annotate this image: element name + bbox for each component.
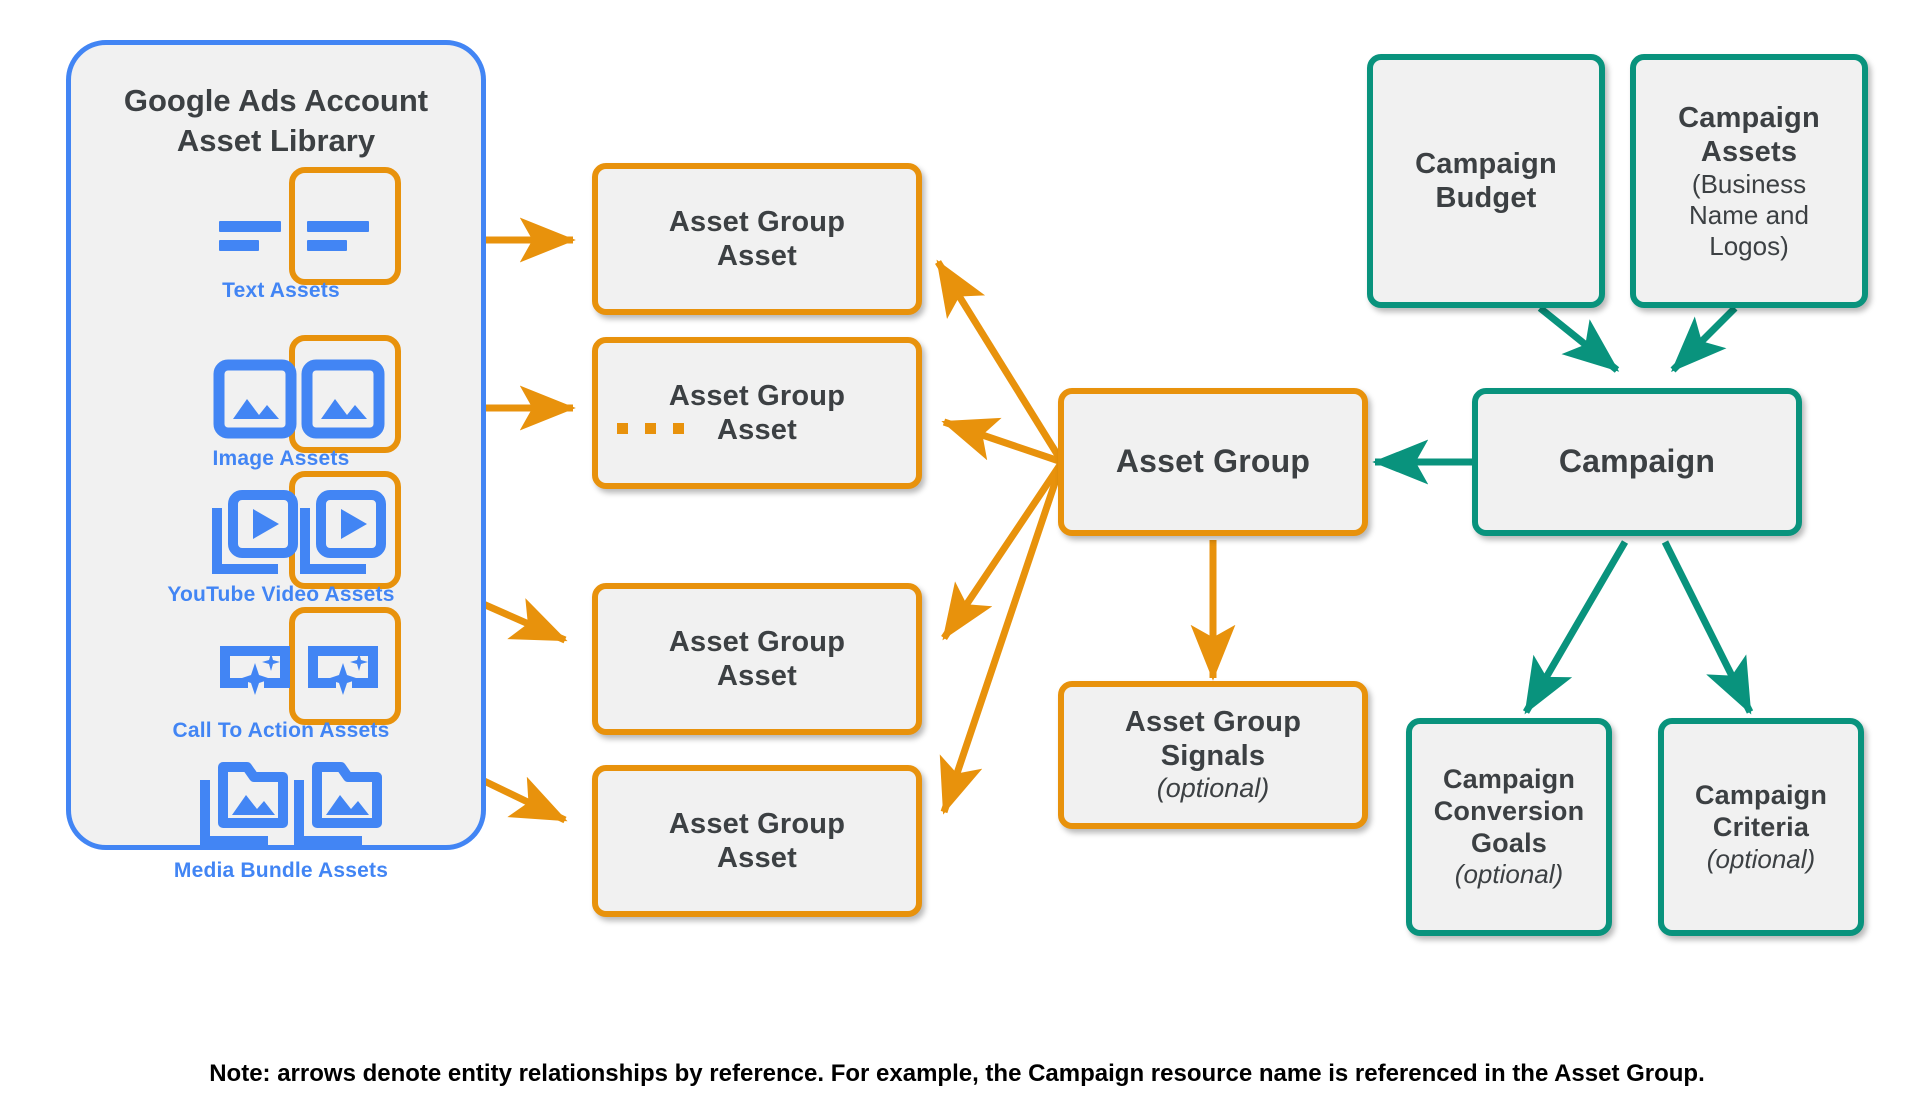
campaign-assets-line2: Assets bbox=[1700, 135, 1798, 168]
edge-campaign-assets-to-campaign bbox=[1670, 305, 1738, 373]
edge-campaign-to-criteria bbox=[1661, 540, 1754, 715]
asset-group-signals-box[interactable]: Asset Group Signals (optional) bbox=[1058, 681, 1368, 829]
criteria-line1: Campaign bbox=[1694, 779, 1828, 810]
asset-group-asset-1-line1: Asset Group bbox=[668, 205, 846, 238]
campaign-conversion-goals-box[interactable]: Campaign Conversion Goals (optional) bbox=[1406, 718, 1612, 936]
edge-campaign-to-conversion-goals bbox=[1522, 540, 1629, 715]
campaign-budget-box[interactable]: Campaign Budget bbox=[1367, 54, 1605, 308]
asset-group-box[interactable]: Asset Group bbox=[1058, 388, 1368, 536]
asset-group-asset-2-line1: Asset Group bbox=[668, 379, 846, 412]
asset-label-cta: Call To Action Assets bbox=[172, 719, 390, 742]
video-asset-icon bbox=[212, 490, 298, 574]
campaign-assets-line1: Campaign bbox=[1678, 101, 1820, 134]
asset-group-signals-optional: (optional) bbox=[1156, 773, 1270, 804]
criteria-line2: Criteria bbox=[1712, 811, 1810, 842]
asset-group-asset-1-line2: Asset bbox=[716, 240, 797, 272]
conversion-goals-line3: Goals bbox=[1470, 827, 1548, 858]
video-asset-icon-selected bbox=[300, 490, 386, 574]
call-to-action-asset-icon bbox=[220, 646, 290, 695]
campaign-box[interactable]: Campaign bbox=[1472, 388, 1802, 536]
cta-asset-highlight bbox=[289, 607, 401, 725]
asset-group-asset-box-3[interactable]: Asset Group Asset bbox=[592, 583, 922, 735]
asset-label-image: Image Assets bbox=[212, 447, 350, 470]
image-asset-icon bbox=[213, 359, 297, 439]
conversion-goals-line1: Campaign bbox=[1442, 763, 1576, 794]
asset-row-image[interactable]: Image Assets bbox=[71, 335, 491, 479]
asset-label-text: Text Assets bbox=[222, 279, 340, 302]
asset-row-text[interactable]: Text Assets bbox=[71, 167, 491, 311]
footnote-text: Note: arrows denote entity relationships… bbox=[209, 1060, 1705, 1087]
media-bundle-asset-icon-2 bbox=[294, 762, 382, 846]
edge-ag-to-asset3 bbox=[941, 460, 1065, 641]
asset-row-media-bundle[interactable]: Media Bundle Assets bbox=[71, 757, 491, 885]
asset-group-asset-4-line2: Asset bbox=[716, 842, 797, 874]
conversion-goals-optional: (optional) bbox=[1454, 859, 1564, 890]
asset-group-asset-3-line1: Asset Group bbox=[668, 625, 846, 658]
asset-group-asset-box-1[interactable]: Asset Group Asset bbox=[592, 163, 922, 315]
call-to-action-asset-icon-selected bbox=[308, 646, 378, 695]
campaign-budget-line2: Budget bbox=[1435, 182, 1537, 214]
campaign-budget-line1: Campaign bbox=[1415, 147, 1557, 180]
asset-row-cta[interactable]: Call To Action Assets bbox=[71, 607, 491, 751]
asset-group-signals-line1: Asset Group bbox=[1124, 705, 1302, 738]
media-bundle-asset-icon bbox=[200, 762, 288, 846]
asset-group-asset-3-line2: Asset bbox=[716, 660, 797, 692]
campaign-assets-sub2: Name and bbox=[1689, 199, 1809, 230]
ellipsis-dot-3 bbox=[673, 423, 684, 434]
campaign-criteria-box[interactable]: Campaign Criteria (optional) bbox=[1658, 718, 1864, 936]
asset-group-asset-box-4[interactable]: Asset Group Asset bbox=[592, 765, 922, 917]
asset-row-video[interactable]: YouTube Video Assets bbox=[71, 471, 491, 615]
asset-library-panel: Google Ads Account Asset Library Text As… bbox=[66, 40, 486, 882]
edge-budget-to-campaign bbox=[1537, 305, 1620, 373]
asset-group-asset-2-line2: Asset bbox=[716, 414, 797, 446]
asset-group-asset-box-2[interactable]: Asset Group Asset bbox=[592, 337, 922, 489]
asset-group-signals-line2: Signals bbox=[1160, 740, 1266, 773]
text-asset-highlight bbox=[289, 167, 401, 285]
image-asset-icon-selected bbox=[301, 359, 385, 439]
asset-group-asset-4-line1: Asset Group bbox=[668, 807, 846, 840]
asset-label-media-bundle: Media Bundle Assets bbox=[173, 859, 389, 882]
edge-ag-to-asset2 bbox=[941, 417, 1064, 466]
library-title-line1: Google Ads Account bbox=[123, 83, 429, 118]
asset-label-video: YouTube Video Assets bbox=[167, 583, 395, 606]
campaign-label: Campaign bbox=[1558, 443, 1716, 480]
campaign-assets-box[interactable]: Campaign Assets (Business Name and Logos… bbox=[1630, 54, 1868, 308]
edge-ag-to-asset4 bbox=[939, 460, 1066, 815]
library-title: Google Ads Account Asset Library bbox=[71, 81, 481, 160]
edge-ag-to-asset1 bbox=[935, 259, 1065, 464]
criteria-optional: (optional) bbox=[1706, 843, 1816, 874]
campaign-assets-sub3: Logos) bbox=[1709, 230, 1789, 261]
ellipsis-indicator bbox=[617, 423, 684, 434]
library-title-line2: Asset Library bbox=[176, 122, 376, 158]
text-asset-icon-selected bbox=[307, 221, 369, 251]
campaign-assets-sub1: (Business bbox=[1691, 169, 1807, 200]
ellipsis-dot-2 bbox=[645, 423, 656, 434]
asset-group-label: Asset Group bbox=[1115, 443, 1311, 480]
conversion-goals-line2: Conversion bbox=[1433, 795, 1585, 826]
text-asset-icon bbox=[219, 221, 281, 251]
ellipsis-dot-1 bbox=[617, 423, 628, 434]
